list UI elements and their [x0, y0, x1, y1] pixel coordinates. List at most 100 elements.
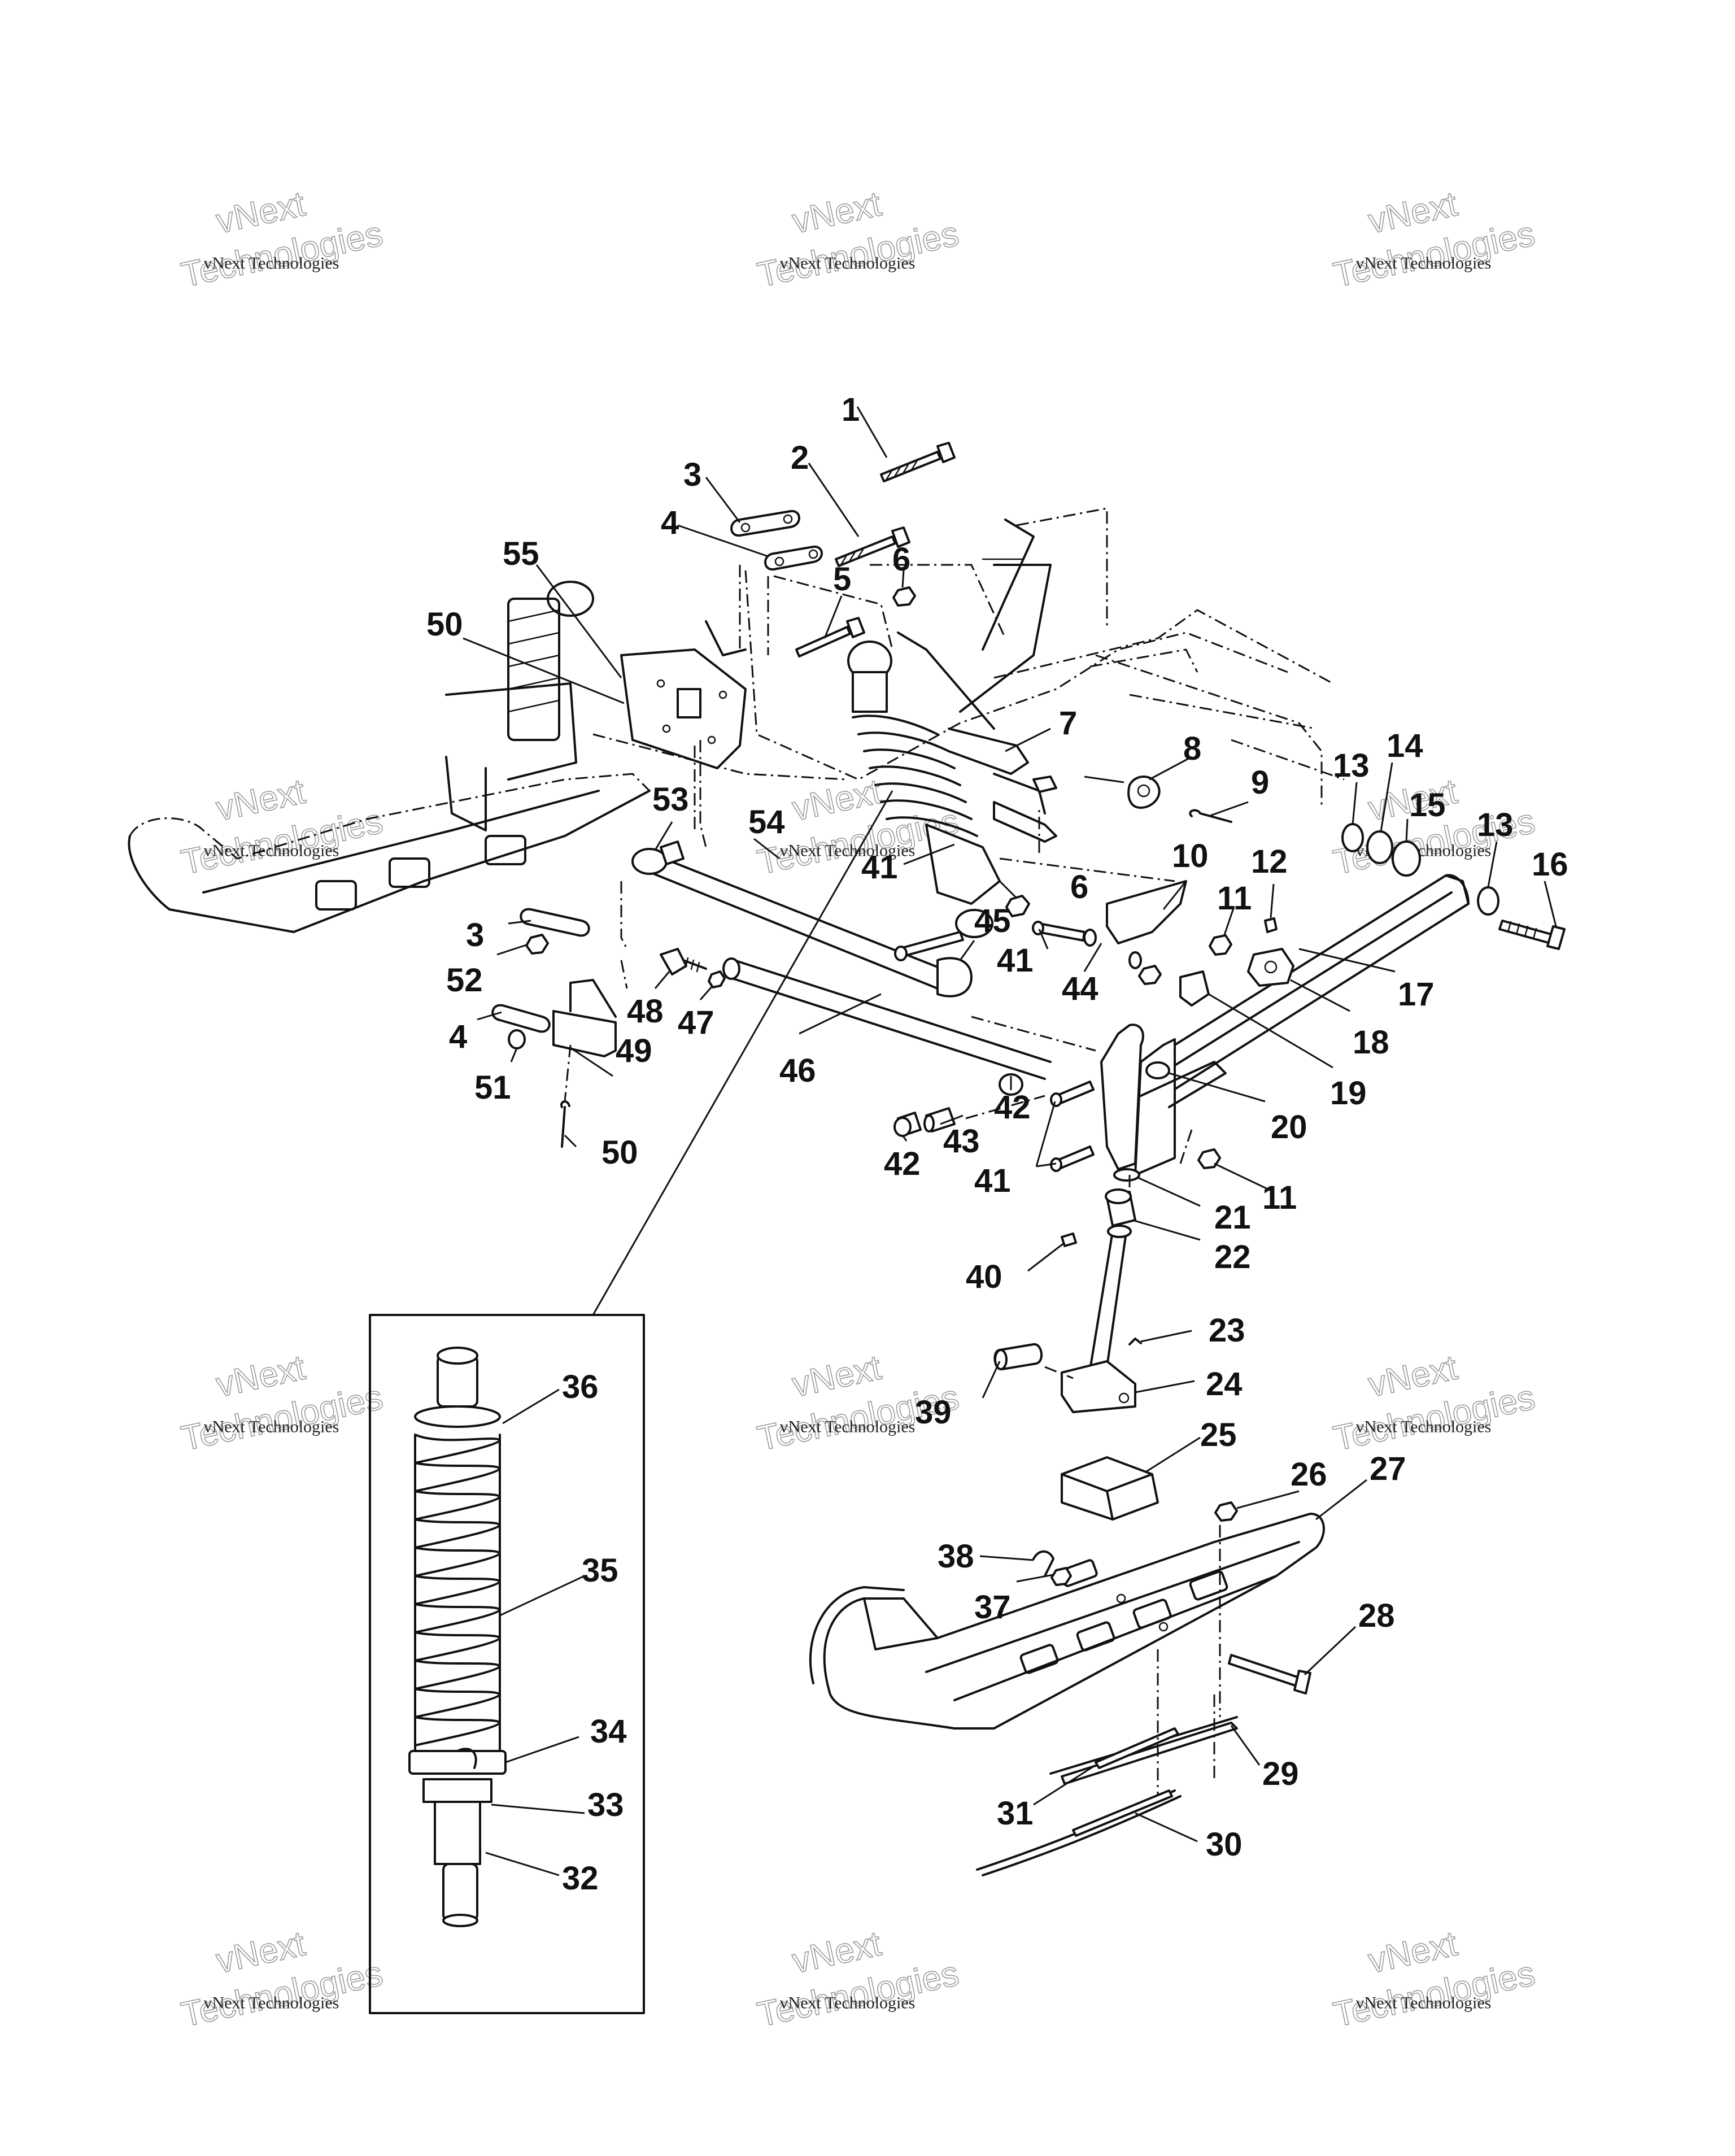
- callout-11b: 11: [1262, 1179, 1297, 1216]
- watermark-lower-left: vNext Technologies vNext Technologies: [177, 1348, 386, 1459]
- callout-22: 22: [1214, 1239, 1251, 1275]
- callout-54: 54: [748, 804, 785, 840]
- callout-16: 16: [1532, 846, 1568, 883]
- callout-38: 38: [938, 1538, 974, 1575]
- watermark-mid-left: vNext Technologies vNext Technologies: [177, 772, 386, 883]
- callout-35: 35: [582, 1552, 618, 1589]
- callout-51: 51: [474, 1069, 511, 1106]
- callout-40: 40: [966, 1258, 1002, 1295]
- leader-lines: [463, 406, 1557, 1876]
- watermark-lower-right: vNext Technologies vNext Technologies: [1329, 1348, 1538, 1459]
- callout-32: 32: [562, 1860, 599, 1897]
- center-hardware: [894, 895, 1142, 1172]
- callout-21: 21: [1214, 1199, 1251, 1236]
- callout-4: 4: [661, 504, 679, 541]
- callout-6b: 6: [1070, 869, 1088, 905]
- watermark-bottom-center: vNext Technologies vNext Technologies: [753, 1924, 962, 2035]
- callout-24: 24: [1206, 1366, 1243, 1403]
- spindle-assembly: [993, 917, 1294, 1413]
- ski-assembly: [809, 1456, 1325, 1876]
- callout-42b: 42: [884, 1145, 921, 1182]
- callout-31: 31: [997, 1795, 1034, 1832]
- callout-27: 27: [1370, 1451, 1406, 1487]
- callout-12: 12: [1251, 843, 1288, 880]
- right-pivot-hardware: [1341, 823, 1566, 950]
- callout-11: 11: [1217, 880, 1252, 917]
- chassis-bulkhead: [592, 507, 1345, 853]
- callout-37: 37: [974, 1589, 1011, 1626]
- watermark-bottom-right: vNext Technologies vNext Technologies: [1329, 1924, 1538, 2035]
- callout-50: 50: [426, 606, 463, 643]
- callout-36: 36: [562, 1369, 599, 1405]
- callout-48: 48: [627, 993, 664, 1030]
- callout-29: 29: [1262, 1756, 1299, 1792]
- svg-text:vNext Technologies: vNext Technologies: [1356, 254, 1492, 272]
- callout-15: 15: [1409, 787, 1446, 824]
- front-shock-absorber: [847, 631, 1001, 938]
- callout-49: 49: [616, 1033, 652, 1069]
- callout-28: 28: [1358, 1597, 1395, 1634]
- shock-detail-inset: [369, 790, 893, 2014]
- callout-55: 55: [503, 535, 539, 572]
- svg-text:vNext Technologies: vNext Technologies: [204, 1993, 339, 2012]
- inset-leader-line: [592, 790, 893, 1316]
- watermark-top-center: vNext Technologies vNext Technologies: [753, 184, 962, 295]
- watermark-bottom-left: vNext Technologies vNext Technologies: [177, 1924, 386, 2035]
- callout-30: 30: [1206, 1826, 1243, 1863]
- callout-18: 18: [1353, 1024, 1389, 1061]
- callout-52: 52: [446, 962, 483, 999]
- callout-45: 45: [974, 903, 1011, 939]
- callout-13b: 13: [1477, 807, 1514, 843]
- upper-a-arm: [948, 728, 1232, 944]
- callout-39: 39: [915, 1394, 952, 1431]
- callout-26: 26: [1291, 1456, 1327, 1493]
- trailing-arm: [1128, 874, 1470, 1108]
- upper-mount-hardware: [694, 442, 956, 848]
- inset-frame: [369, 1314, 645, 2014]
- callout-6: 6: [892, 541, 910, 578]
- callout-20: 20: [1271, 1109, 1307, 1145]
- svg-text:vNext Technologies: vNext Technologies: [780, 254, 916, 272]
- svg-text:vNext Technologies: vNext Technologies: [780, 841, 916, 860]
- callout-5: 5: [833, 561, 851, 598]
- callout-33: 33: [587, 1787, 624, 1823]
- callout-41b: 41: [997, 942, 1034, 979]
- shock-mount-bracket: [620, 620, 747, 769]
- callout-1: 1: [842, 391, 860, 428]
- callout-25: 25: [1200, 1417, 1237, 1453]
- callout-14: 14: [1387, 728, 1423, 764]
- svg-text:vNext Technologies: vNext Technologies: [204, 1417, 339, 1436]
- callout-34: 34: [590, 1713, 627, 1750]
- callout-47: 47: [678, 1004, 714, 1041]
- svg-text:vNext Technologies: vNext Technologies: [1356, 1993, 1492, 2012]
- callout-23: 23: [1209, 1312, 1245, 1349]
- callout-53: 53: [652, 781, 689, 818]
- callout-17: 17: [1398, 976, 1435, 1013]
- svg-text:vNext Technologies: vNext Technologies: [204, 254, 339, 272]
- callout-41: 41: [861, 849, 898, 886]
- callout-10: 10: [1172, 838, 1209, 874]
- svg-text:vNext Technologies: vNext Technologies: [204, 841, 339, 860]
- svg-text:vNext Technologies: vNext Technologies: [780, 1417, 916, 1436]
- callout-41c: 41: [974, 1162, 1011, 1199]
- callout-3: 3: [683, 456, 701, 493]
- left-ski-assembly: [128, 581, 651, 933]
- callout-2: 2: [791, 439, 809, 476]
- svg-text:vNext Technologies: vNext Technologies: [1356, 1417, 1492, 1436]
- svg-text:vNext Technologies: vNext Technologies: [780, 1993, 916, 2012]
- callout-19: 19: [1330, 1075, 1367, 1112]
- callout-4b: 4: [449, 1018, 467, 1055]
- callout-42: 42: [994, 1089, 1031, 1126]
- callout-7: 7: [1059, 705, 1077, 742]
- part-callouts: 1 2 3 4 6 5 55 50 7 8 9 13 14 15 13 16 5…: [426, 391, 1568, 1897]
- callout-9: 9: [1251, 764, 1269, 801]
- callout-46: 46: [779, 1052, 816, 1089]
- left-link-hardware: [491, 881, 726, 1148]
- radius-rods: [631, 840, 1096, 1137]
- callout-43: 43: [943, 1123, 980, 1160]
- callout-50b: 50: [601, 1134, 638, 1171]
- callout-8: 8: [1183, 730, 1201, 767]
- watermark-top-left: vNext Technologies vNext Technologies: [177, 184, 386, 295]
- callout-44: 44: [1062, 970, 1098, 1007]
